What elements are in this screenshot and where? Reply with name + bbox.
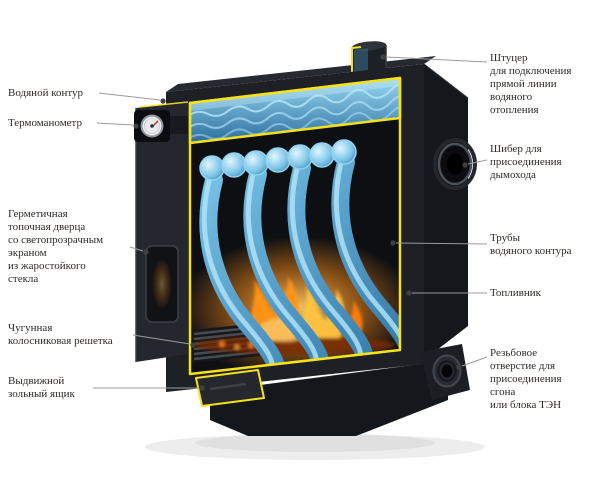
label-grate: Чугунная колосниковая решетка: [8, 322, 113, 347]
water-jacket-outline: [188, 76, 402, 376]
thermomanometer-gauge: [134, 110, 188, 142]
label-furnace-door: Герметичная топочная дверца со светопроз…: [8, 208, 104, 285]
tube-openings: [199, 139, 357, 181]
ash-drawer: [195, 369, 265, 407]
ground-shadow: [145, 434, 485, 460]
label-water-circuit: Водяной контур: [8, 87, 84, 99]
label-firebox: Топливник: [490, 287, 541, 299]
leader-dots: [133, 54, 468, 391]
label-thermomanometer: Термоманометр: [8, 117, 82, 129]
leader-lines: [93, 56, 488, 389]
label-ash-box: Выдвижной зольный ящик: [8, 375, 75, 400]
label-threaded-hole: Резьбовое отверстие для присоединения сг…: [490, 347, 562, 411]
label-fitting: Штуцер для подключения прямой линии водя…: [490, 52, 572, 116]
chimney-damper-flange: [433, 138, 477, 190]
label-damper: Шибер для присоединения дымохода: [490, 143, 562, 181]
ten-threaded-boss: [420, 344, 470, 400]
water-tubes-highlight: [201, 156, 400, 374]
water-fitting-stub: [351, 41, 387, 74]
base-pedestal: [210, 364, 448, 436]
furnace-door: [135, 101, 189, 362]
label-water-tubes: Трубы водяного контура: [490, 232, 572, 257]
